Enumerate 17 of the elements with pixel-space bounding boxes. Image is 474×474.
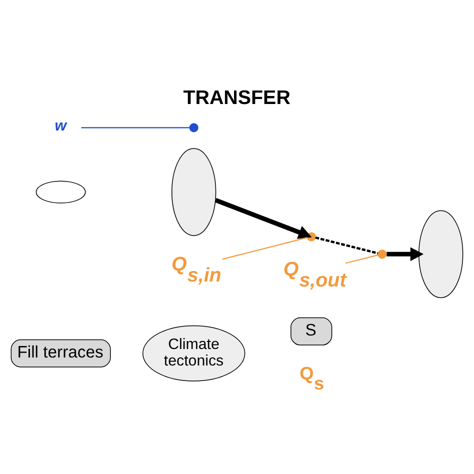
node-box: Fill terraces bbox=[10, 338, 111, 367]
node-ellipse bbox=[418, 210, 464, 298]
node-circle bbox=[189, 122, 198, 132]
connector bbox=[222, 236, 308, 260]
node-ellipse: Climate tectonics bbox=[142, 324, 246, 381]
node-box: S bbox=[290, 316, 332, 345]
connector bbox=[315, 236, 378, 254]
node-circle bbox=[306, 232, 316, 241]
connector bbox=[81, 126, 190, 128]
node-ellipse bbox=[36, 180, 86, 203]
arrow bbox=[386, 246, 424, 261]
node-ellipse bbox=[172, 148, 216, 236]
diagram-title: TRANSFER bbox=[183, 86, 290, 109]
connector bbox=[345, 254, 378, 264]
node-text: w bbox=[54, 117, 66, 134]
node-circle bbox=[378, 249, 387, 258]
arrow bbox=[214, 198, 312, 238]
